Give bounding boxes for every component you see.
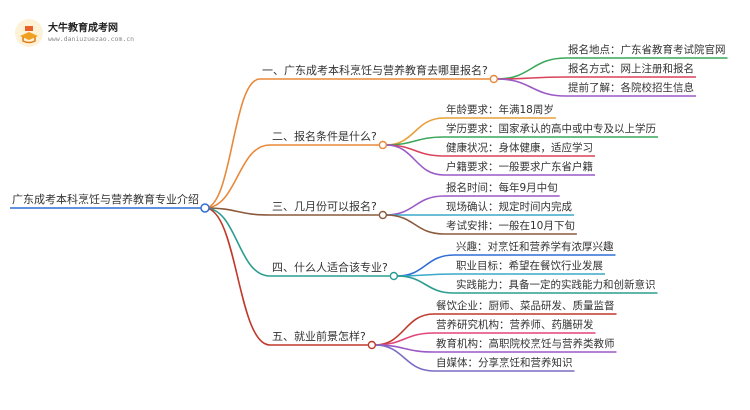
- logo-title: 大牛教育成考网: [48, 23, 118, 34]
- branch-4-leaf-1: 兴趣：对烹饪和营养学有浓厚兴趣: [456, 241, 614, 253]
- branch-5-leaf-1-link: [374, 313, 435, 346]
- branch-4: 四、什么人适合该专业?: [272, 261, 388, 274]
- branch-1-leaf-2: 报名方式：网上注册和报名: [568, 63, 694, 75]
- branch-3-node: [378, 210, 388, 220]
- branch-1: 一、广东成考本科烹饪与营养教育去哪里报名?: [262, 64, 488, 77]
- branch-5-leaf-2: 营养研究机构：营养师、药膳研发: [436, 319, 594, 331]
- branch-1-leaf-3-link: [496, 78, 567, 97]
- branch-4-leaf-3: 实践能力：具备一定的实践能力和创新意识: [456, 279, 656, 291]
- branch-3-leaf-3-link: [385, 214, 445, 235]
- branch-4-node: [389, 271, 399, 281]
- branch-2: 二、报名条件是什么?: [272, 130, 377, 143]
- branch-1-leaf-1-link: [496, 57, 567, 80]
- branch-4-leaf-3-link: [396, 275, 455, 294]
- branch-5-leaf-4: 自媒体：分享烹饪和营养知识: [436, 357, 573, 369]
- branch-5-leaf-1: 餐饮企业：厨师、菜品研发、质量监督: [436, 300, 615, 312]
- branch-3: 三、几月份可以报名?: [272, 200, 377, 213]
- branch-4-link: [204, 207, 271, 277]
- branch-1-leaf-1: 报名地点：广东省教育考试院官网: [568, 44, 726, 56]
- branch-3-leaf-3: 考试安排：一般在10月下旬: [446, 220, 575, 232]
- root-node: [200, 203, 210, 213]
- branch-2-link: [204, 144, 271, 209]
- graduation-book-icon: [15, 19, 43, 47]
- branch-2-leaf-1: 年龄要求：年满18周岁: [446, 104, 554, 116]
- mindmap-root: 广东成考本科烹饪与营养教育专业介绍: [12, 193, 199, 206]
- branch-2-leaf-3: 健康状况：身体健康，适应学习: [446, 142, 593, 154]
- branch-3-leaf-2: 现场确认：规定时间内完成: [446, 201, 572, 213]
- branch-1-node: [489, 74, 499, 84]
- branch-2-leaf-4-link: [385, 144, 445, 176]
- branch-5-leaf-4-link: [374, 344, 435, 372]
- branch-1-link: [204, 78, 261, 209]
- branch-3-leaf-1: 报名时间：每年9月中旬: [446, 182, 558, 194]
- branch-3-leaf-1-link: [385, 195, 445, 216]
- branch-2-leaf-4: 户籍要求：一般要求广东省户籍: [446, 161, 593, 173]
- branch-2-leaf-2: 学历要求：国家承认的高中或中专及以上学历: [446, 123, 656, 135]
- branch-5-leaf-3: 教育机构：高职院校烹饪与营养类教师: [436, 338, 615, 350]
- branch-4-leaf-1-link: [396, 254, 455, 277]
- site-logo: 大牛教育成考网 www.daniuzuezao.com.cn: [14, 18, 154, 48]
- branch-5-link: [204, 207, 271, 346]
- branch-2-node: [378, 140, 388, 150]
- branch-5-node: [367, 340, 377, 350]
- branch-1-leaf-3: 提前了解：各院校招生信息: [568, 82, 694, 94]
- branch-3-link: [204, 207, 271, 216]
- branch-5: 五、就业前景怎样?: [272, 330, 366, 343]
- branch-4-leaf-2: 职业目标：希望在餐饮行业发展: [456, 260, 603, 272]
- logo-url: www.daniuzuezao.com.cn: [48, 35, 135, 43]
